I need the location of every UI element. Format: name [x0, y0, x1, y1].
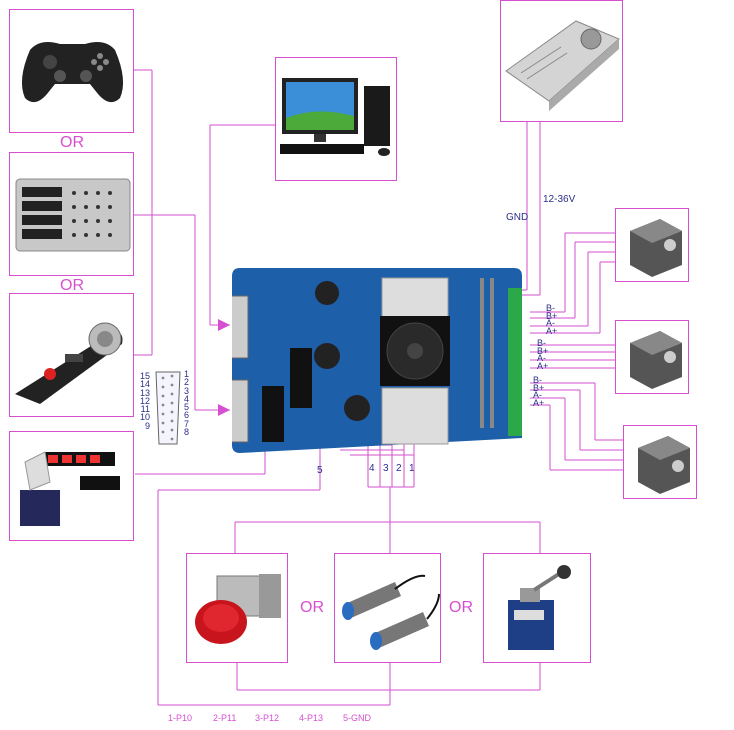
limit-switch-box [483, 553, 591, 663]
handwheel-box [9, 293, 134, 417]
proximity-sensor-box [334, 553, 441, 663]
stepper-motor-icon [630, 331, 682, 389]
voltage-label: 12-36V [543, 194, 576, 205]
stepper-motor-icon [638, 436, 690, 494]
bottom-pin-3: 3-P12 [255, 713, 280, 723]
bottom-pin-4: 4-P13 [299, 713, 324, 723]
stepper-motor-box-3 [623, 425, 697, 499]
bottom-pin-2: 2-P11 [213, 713, 237, 723]
stepper-motor-icon [630, 219, 682, 277]
gamepad-icon [21, 42, 124, 103]
bottom-pin-1: 1-P10 [168, 713, 193, 723]
power-supply-icon [505, 20, 620, 111]
gamepad-box [9, 9, 134, 133]
stepper-motor-box-2 [615, 320, 689, 394]
computer-box [275, 57, 397, 181]
motor3-pin-labels: B-B+ A-A+ [533, 375, 545, 408]
emergency-stop-box [186, 553, 288, 663]
or-label: OR [60, 134, 84, 151]
control-panel-box [9, 152, 134, 276]
motor2-pin-labels: B-B+ A-A+ [537, 338, 549, 371]
header-pin-3: 3 [383, 463, 389, 474]
header-pin-5: 5 [317, 465, 323, 476]
arrow-icon [218, 404, 230, 416]
header-pin-1: 1 [409, 463, 415, 474]
emergency-stop-icon [195, 574, 281, 644]
control-panel-icon [15, 178, 131, 252]
handwheel-pendant-icon [15, 322, 123, 404]
computer-icon [280, 78, 390, 156]
controller-board [232, 268, 522, 453]
motor1-pin-labels: B-B+ A-A+ [546, 303, 558, 336]
or-label: OR [60, 277, 84, 294]
proximity-sensor-icon [342, 574, 440, 650]
power-supply-box [500, 0, 623, 122]
header-pin-4: 4 [369, 463, 375, 474]
pcb-board-icon [232, 268, 522, 453]
stepper-motor-box-1 [615, 208, 689, 282]
display-module-box [9, 431, 134, 541]
or-label: OR [300, 599, 324, 616]
limit-switch-icon [508, 565, 571, 650]
bottom-pin-5: 5-GND [343, 713, 372, 723]
header-pin-2: 2 [396, 463, 402, 474]
led-display-icon [20, 451, 120, 526]
gnd-label: GND [506, 212, 529, 223]
or-label: OR [449, 599, 473, 616]
arrow-icon [218, 319, 230, 331]
